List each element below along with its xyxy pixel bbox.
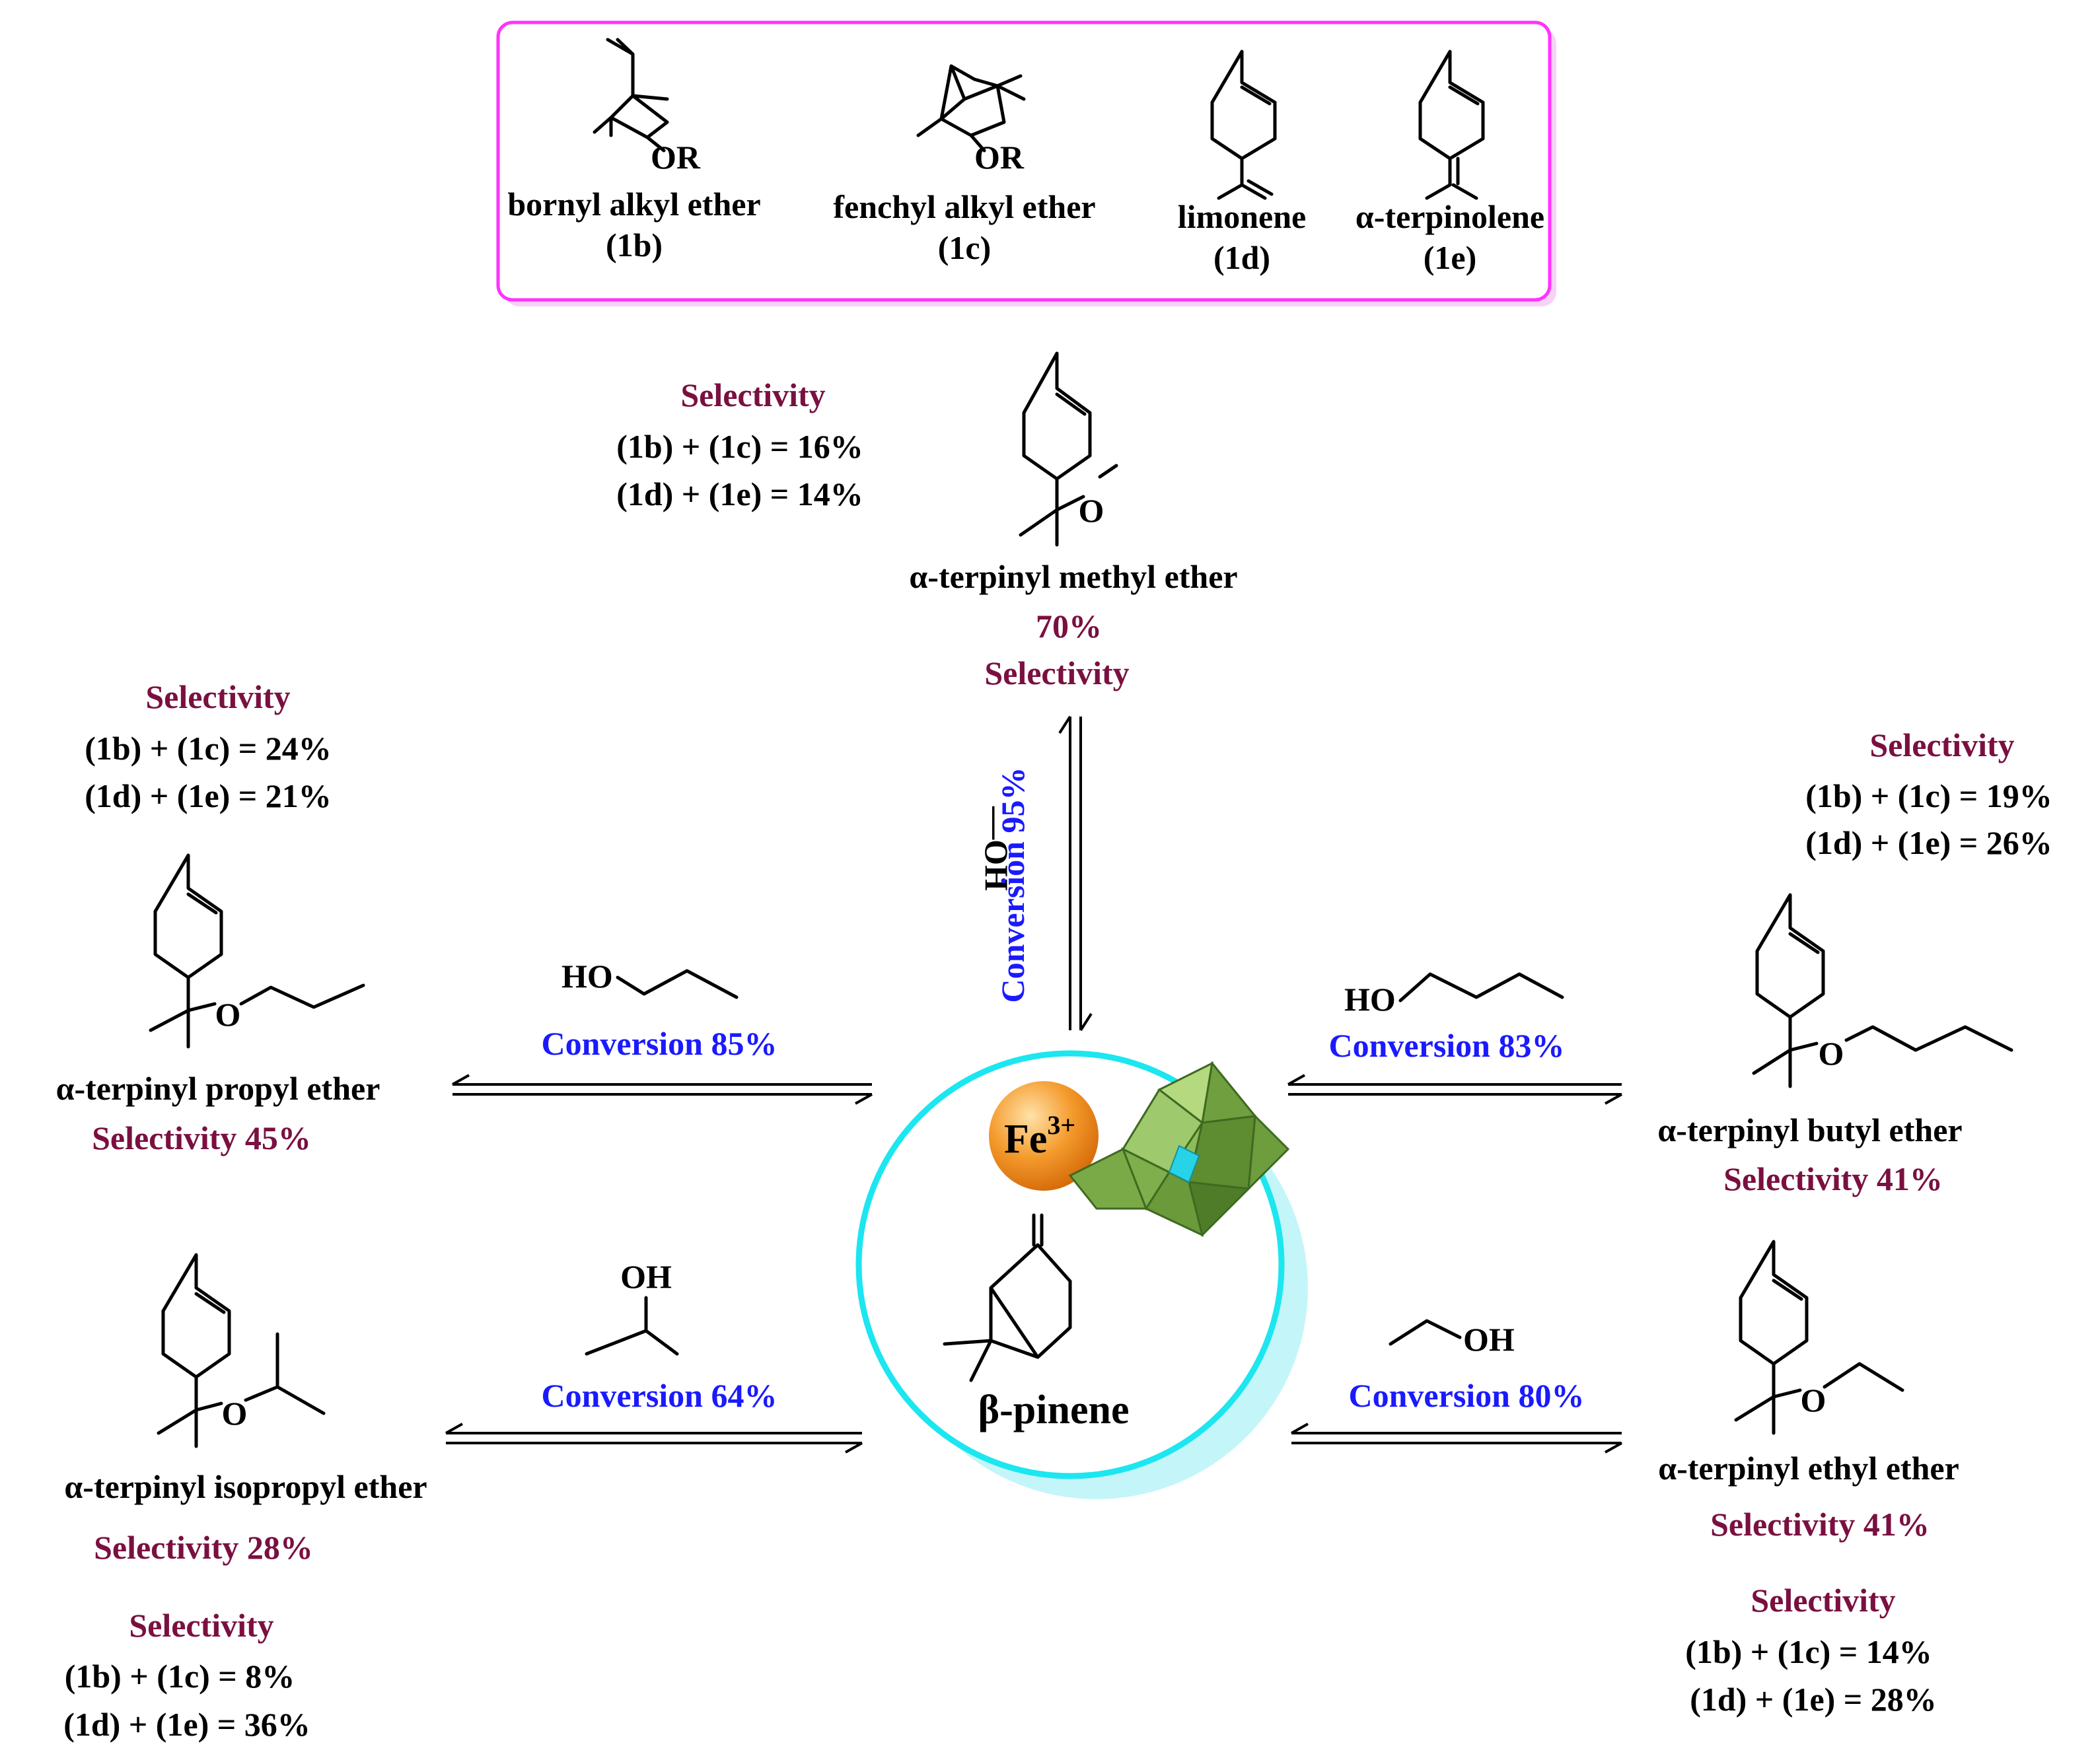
- isopropanol-oh-label: OH: [620, 1258, 672, 1295]
- beta-pinene-label: β-pinene: [978, 1388, 1129, 1432]
- methyl-side-selectivity-heading: Selectivity: [680, 376, 825, 413]
- butyl-product-name: α-terpinyl butyl ether: [1657, 1111, 1962, 1148]
- propyl-side-selectivity-heading: Selectivity: [145, 678, 290, 715]
- propyl-oxygen: O: [215, 996, 241, 1033]
- ethyl-equilibrium-arrows: [1291, 1423, 1622, 1454]
- fe-ion-ball: [989, 1081, 1099, 1191]
- methyl-product-name: α-terpinyl methyl ether: [909, 558, 1237, 595]
- ethyl-conversion: Conversion 80%: [1349, 1377, 1585, 1414]
- isopropyl-equilibrium-arrows: [445, 1423, 863, 1454]
- ethyl-side-line-2: (1d) + (1e) = 28%: [1690, 1681, 1937, 1718]
- propyl-conversion: Conversion 85%: [542, 1025, 777, 1062]
- ethanol-chain: [1389, 1319, 1462, 1346]
- isopropyl-side-line-2: (1d) + (1e) = 36%: [63, 1706, 310, 1743]
- butanol-ho-label: HO: [1344, 981, 1396, 1018]
- legend-box: [496, 20, 1552, 302]
- propyl-ether-branch: Selectivity (1b) + (1c) = 24% (1d) + (1e…: [56, 678, 873, 1156]
- propyl-selectivity: Selectivity 45%: [92, 1119, 311, 1156]
- fenchyl-code: (1c): [938, 229, 992, 266]
- bornyl-code: (1b): [606, 227, 663, 264]
- ethanol-oh-label: OH: [1463, 1321, 1515, 1358]
- limonene-code: (1d): [1213, 239, 1270, 276]
- propanol-ho-label: HO: [561, 958, 613, 995]
- fenchyl-or-label: OR: [974, 139, 1025, 176]
- fenchyl-name: fenchyl alkyl ether: [833, 188, 1095, 225]
- terpinolene-structure: [1418, 50, 1485, 200]
- ethyl-side-selectivity-heading: Selectivity: [1751, 1582, 1895, 1619]
- ethyl-selectivity: Selectivity 41%: [1710, 1506, 1930, 1543]
- isopropyl-product-name: α-terpinyl isopropyl ether: [64, 1468, 427, 1505]
- bornyl-name: bornyl alkyl ether: [507, 186, 760, 223]
- terpinolene-name: α-terpinolene: [1355, 198, 1544, 235]
- beta-pinene-structure: [943, 1213, 1072, 1382]
- isopropyl-selectivity: Selectivity 28%: [94, 1529, 313, 1566]
- side-products-legend: OR bornyl alkyl ether (1b) OR fenchyl al…: [496, 20, 1556, 306]
- methyl-ether-structure: [1019, 351, 1118, 547]
- butyl-ether-branch: Selectivity (1b) + (1c) = 19% (1d) + (1e…: [1287, 726, 2052, 1197]
- methyl-equilibrium-arrows: [1058, 715, 1093, 1032]
- propanol-chain: [616, 969, 739, 999]
- butyl-conversion: Conversion 83%: [1329, 1027, 1565, 1064]
- bornyl-or-label: OR: [651, 139, 701, 176]
- propyl-side-line-2: (1d) + (1e) = 21%: [85, 777, 332, 814]
- methyl-side-line-1: (1b) + (1c) = 16%: [616, 428, 863, 465]
- isopropyl-side-selectivity-heading: Selectivity: [129, 1607, 273, 1644]
- isopropanol-skeleton: [585, 1296, 679, 1356]
- butyl-side-line-1: (1b) + (1c) = 19%: [1805, 777, 2052, 814]
- polyoxometalate-cluster: [1068, 1061, 1290, 1237]
- butanol-chain: [1398, 972, 1564, 1003]
- bornyl-structure: [593, 38, 669, 153]
- catalyst-center: Fe3+ β-pinene: [855, 1050, 1308, 1499]
- butyl-selectivity: Selectivity 41%: [1723, 1160, 1943, 1197]
- isopropyl-ether-branch: O α-terpinyl isopropyl ether Selectivity…: [63, 1253, 863, 1743]
- isopropyl-oxygen: O: [222, 1395, 248, 1432]
- ethyl-product-name: α-terpinyl ethyl ether: [1658, 1450, 1959, 1487]
- terpinolene-code: (1e): [1424, 239, 1477, 276]
- ethyl-side-line-1: (1b) + (1c) = 14%: [1685, 1633, 1932, 1670]
- butyl-side-selectivity-heading: Selectivity: [1869, 726, 2014, 763]
- ethyl-ether-structure: [1734, 1240, 1904, 1435]
- isopropyl-side-line-1: (1b) + (1c) = 8%: [65, 1658, 295, 1695]
- methanol-label: —OH: [978, 806, 1015, 891]
- fe-ion-symbol: Fe3+: [1004, 1110, 1075, 1162]
- butyl-ether-structure: [1752, 893, 2013, 1088]
- isopropyl-conversion: Conversion 64%: [542, 1377, 777, 1414]
- butyl-oxygen: O: [1819, 1035, 1844, 1072]
- limonene-structure: [1210, 50, 1277, 200]
- butyl-equilibrium-arrows: [1287, 1074, 1622, 1105]
- propyl-side-line-1: (1b) + (1c) = 24%: [85, 730, 332, 767]
- methyl-selectivity-label: Selectivity: [984, 654, 1129, 691]
- ethyl-ether-branch: O α-terpinyl ethyl ether Selectivity 41%…: [1291, 1240, 1959, 1718]
- methyl-side-line-2: (1d) + (1e) = 14%: [616, 476, 863, 512]
- propyl-product-name: α-terpinyl propyl ether: [56, 1070, 380, 1107]
- methyl-conversion: Conversion 95%: [994, 767, 1031, 1003]
- methyl-selectivity-value: 70%: [1036, 608, 1102, 645]
- methyl-oxygen: O: [1079, 492, 1104, 529]
- isopropyl-ether-structure: [157, 1253, 326, 1448]
- fenchyl-structure: [916, 64, 1026, 153]
- butyl-side-line-2: (1d) + (1e) = 26%: [1805, 824, 2052, 861]
- propyl-ether-structure: [149, 853, 365, 1049]
- methyl-ether-branch: Selectivity (1b) + (1c) = 16% (1d) + (1e…: [616, 351, 1238, 1032]
- propyl-equilibrium-arrows: [452, 1074, 873, 1105]
- limonene-name: limonene: [1178, 198, 1306, 235]
- ethyl-oxygen: O: [1801, 1382, 1826, 1419]
